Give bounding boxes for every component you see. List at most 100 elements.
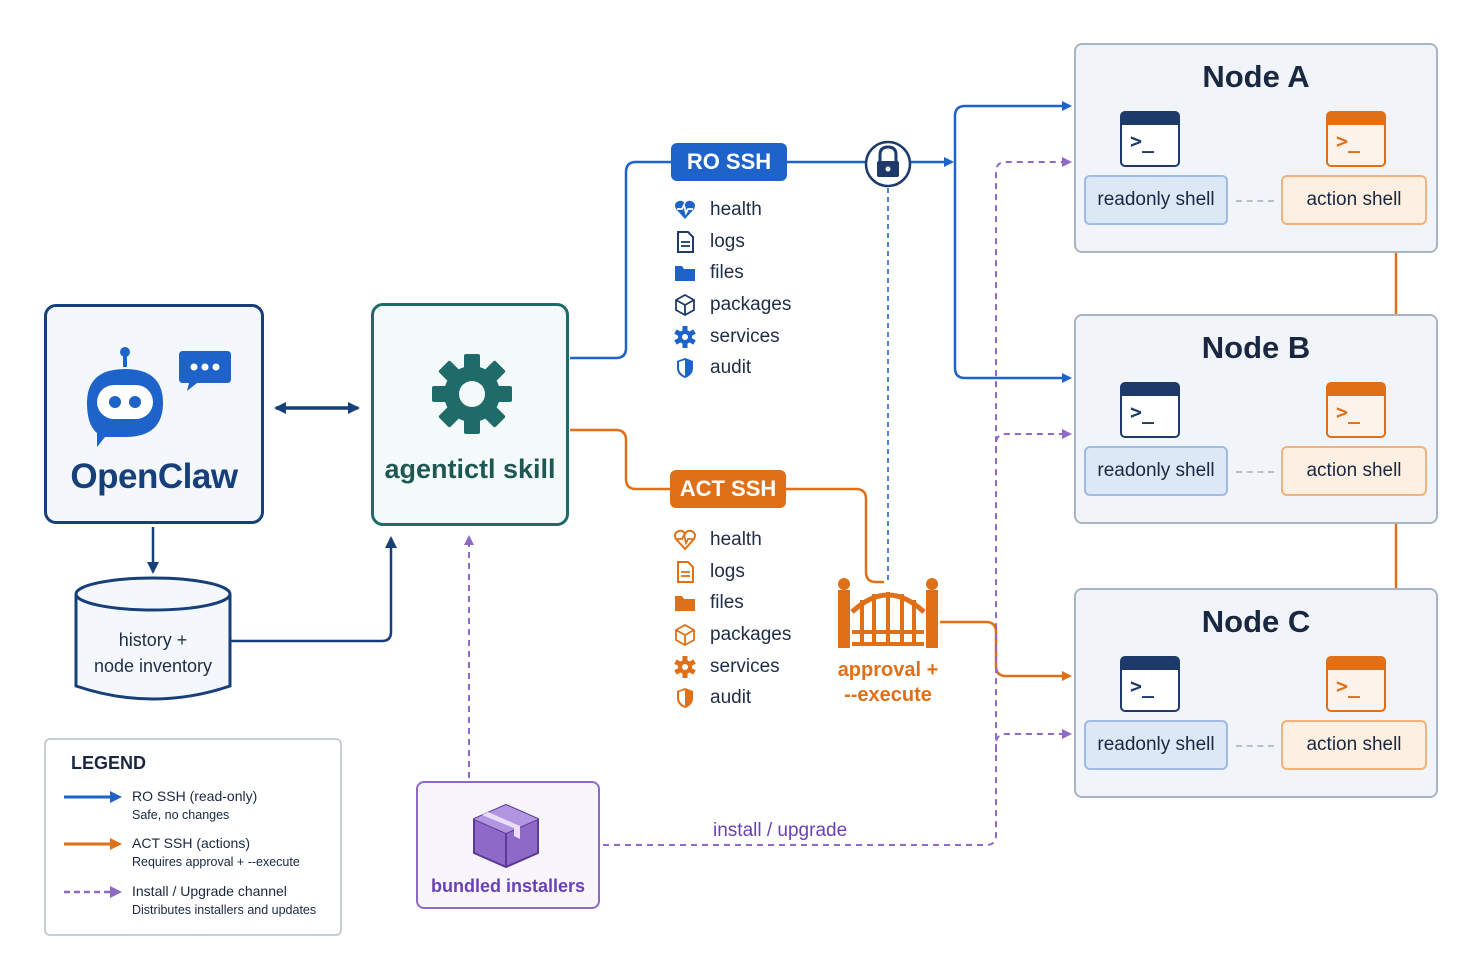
list-item: services <box>674 651 791 683</box>
list-item: logs <box>674 226 791 258</box>
legend-title: LEGEND <box>71 753 147 773</box>
op-label: packages <box>710 293 792 315</box>
shell-divider <box>1236 200 1274 202</box>
purple-dashed-arrow-icon <box>64 886 122 898</box>
terminal-icon: >_ <box>1326 656 1386 712</box>
bundled-installers-label: bundled installers <box>430 876 586 896</box>
op-label: services <box>710 325 780 347</box>
op-label: files <box>710 262 744 284</box>
legend-sub: Requires approval + --execute <box>132 855 300 869</box>
database-label-line2: node inventory <box>93 656 213 676</box>
lock-icon <box>864 140 912 188</box>
bundled-installers-card[interactable]: bundled installers <box>416 781 600 909</box>
ro-ssh-badge[interactable]: RO SSH <box>671 143 787 181</box>
install-channel-path <box>603 157 1072 846</box>
database-label-line1: history + <box>118 630 188 650</box>
op-label: health <box>710 198 762 220</box>
node-b-card[interactable]: Node B >_ >_ readonly shell action shell <box>1074 314 1438 524</box>
terminal-icon: >_ <box>1120 111 1180 167</box>
list-item: health <box>674 524 791 556</box>
heart-pulse-icon <box>674 529 696 551</box>
shell-divider <box>1236 471 1274 473</box>
chat-bubble-icon <box>179 351 231 391</box>
db-skill-link <box>231 536 397 643</box>
list-item: files <box>674 587 791 619</box>
legend-main: ACT SSH (actions) <box>132 835 250 851</box>
terminal-icon: >_ <box>1120 656 1180 712</box>
agentictl-skill-card[interactable]: agentictl skill <box>371 303 569 526</box>
document-icon <box>674 230 696 253</box>
list-item: logs <box>674 556 791 588</box>
act-ssh-path <box>570 428 670 491</box>
op-label: audit <box>710 687 752 709</box>
legend-sub: Distributes installers and updates <box>132 903 317 917</box>
list-item: audit <box>674 682 791 714</box>
act-ssh-badge[interactable]: ACT SSH <box>670 470 786 508</box>
database-icon <box>74 576 232 701</box>
approval-label: approval + --execute <box>826 658 950 708</box>
node-c-card[interactable]: Node C >_ >_ readonly shell action shell <box>1074 588 1438 798</box>
install-upgrade-label: install / upgrade <box>713 820 848 841</box>
list-item: packages <box>674 619 791 651</box>
install-to-node-b <box>995 429 1072 452</box>
package-icon <box>674 293 696 316</box>
act-ssh-ops: health logs files packages services audi… <box>674 524 791 714</box>
folder-icon <box>674 262 696 284</box>
gear-icon <box>432 354 512 434</box>
install-to-node-c <box>995 729 1072 752</box>
shell-divider <box>1236 745 1274 747</box>
list-item: audit <box>674 352 791 384</box>
gear-icon <box>674 655 696 678</box>
robot-icon <box>87 347 163 447</box>
op-label: logs <box>710 560 745 582</box>
package-icon <box>674 623 696 646</box>
shield-icon <box>674 687 696 709</box>
ro-ssh-path <box>570 160 671 360</box>
approval-line1: approval + <box>837 659 939 681</box>
action-shell[interactable]: action shell <box>1281 175 1427 225</box>
terminal-icon: >_ <box>1326 382 1386 438</box>
skill-title: agentictl skill <box>384 454 556 484</box>
ro-ssh-to-node-a <box>953 101 1072 162</box>
legend-sub: Safe, no changes <box>132 808 230 822</box>
folder-icon <box>674 592 696 614</box>
op-label: health <box>710 528 762 550</box>
gate-icon <box>838 578 938 648</box>
node-title: Node C <box>1201 604 1311 639</box>
op-label: audit <box>710 357 752 379</box>
readonly-shell[interactable]: readonly shell <box>1084 175 1228 225</box>
op-label: files <box>710 592 744 614</box>
readonly-shell[interactable]: readonly shell <box>1084 446 1228 496</box>
op-label: logs <box>710 230 745 252</box>
list-item: services <box>674 321 791 353</box>
orange-arrow-icon <box>64 838 122 850</box>
node-title: Node B <box>1201 330 1311 365</box>
shield-icon <box>674 357 696 379</box>
act-ssh-to-node-c <box>940 620 1072 681</box>
legend-main: Install / Upgrade channel <box>132 883 287 899</box>
action-shell[interactable]: action shell <box>1281 446 1427 496</box>
list-item: health <box>674 194 791 226</box>
openclaw-title: OpenClaw <box>70 457 238 496</box>
list-item: files <box>674 257 791 289</box>
readonly-shell[interactable]: readonly shell <box>1084 720 1228 770</box>
node-a-card[interactable]: Node A >_ >_ readonly shell action shell <box>1074 43 1438 253</box>
node-title: Node A <box>1202 59 1310 94</box>
op-label: services <box>710 655 780 677</box>
openclaw-card[interactable]: OpenClaw <box>44 304 264 524</box>
blue-arrow-icon <box>64 791 122 803</box>
terminal-icon: >_ <box>1120 382 1180 438</box>
op-label: packages <box>710 623 792 645</box>
ro-ssh-ops: health logs files packages services audi… <box>674 194 791 384</box>
heart-pulse-icon <box>674 199 696 221</box>
action-shell[interactable]: action shell <box>1281 720 1427 770</box>
ro-ssh-to-node-b <box>953 162 1072 383</box>
legend: LEGEND RO SSH (read-only) Safe, no chang… <box>44 738 342 936</box>
legend-main: RO SSH (read-only) <box>132 788 258 804</box>
gear-icon <box>674 325 696 348</box>
approval-line2: --execute <box>844 684 932 706</box>
package-box-icon <box>473 803 539 869</box>
terminal-icon: >_ <box>1326 111 1386 167</box>
list-item: packages <box>674 289 791 321</box>
